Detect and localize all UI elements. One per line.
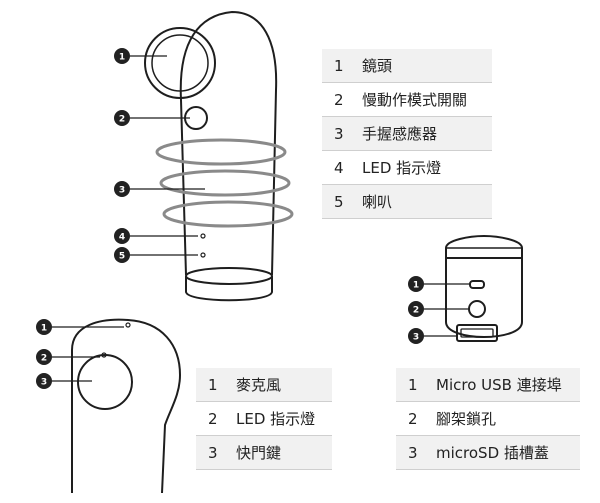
legend-number: 2 — [408, 409, 418, 428]
legend-row: 2 慢動作模式開關 — [322, 83, 492, 117]
legend-number: 3 — [334, 124, 344, 143]
microphone-dot — [125, 322, 131, 328]
micro-usb-port — [469, 280, 485, 289]
callout-top-1: 1 — [36, 319, 52, 335]
shutter-button — [77, 354, 133, 410]
svg-text:3: 3 — [41, 378, 47, 388]
callout-camera-1: 1 — [114, 48, 130, 64]
lens-inner — [151, 34, 209, 92]
camera-parts-legend: 1 鏡頭 2 慢動作模式開關 3 手握感應器 4 LED 指示燈 5 喇叭 — [322, 49, 492, 219]
callout-bottom-1: 1 — [408, 276, 424, 292]
top-parts-legend: 1 麥克風 2 LED 指示燈 3 快門鍵 — [196, 368, 332, 470]
led-indicator-dot — [200, 233, 206, 239]
legend-number: 5 — [334, 192, 344, 211]
legend-row: 3 microSD 插槽蓋 — [396, 436, 580, 470]
legend-row: 1 鏡頭 — [322, 49, 492, 83]
microsd-slot-cover — [456, 324, 498, 342]
camera-top-view — [71, 318, 182, 494]
speaker-dot — [200, 252, 206, 258]
legend-label: 鏡頭 — [362, 57, 393, 75]
legend-row: 4 LED 指示燈 — [322, 151, 492, 185]
legend-label: 手握感應器 — [362, 125, 438, 143]
legend-number: 1 — [408, 375, 418, 394]
svg-text:1: 1 — [413, 281, 419, 291]
legend-number: 3 — [408, 443, 418, 462]
legend-label: Micro USB 連接埠 — [436, 376, 562, 394]
camera-bottom-view — [445, 234, 523, 342]
camera-front-view — [144, 10, 294, 302]
bottom-parts-legend: 1 Micro USB 連接埠 2 腳架鎖孔 3 microSD 插槽蓋 — [396, 368, 580, 470]
legend-number: 1 — [334, 56, 344, 75]
grip-sensor-ring-3 — [162, 200, 294, 228]
camera-body-outline — [179, 10, 278, 276]
legend-label: LED 指示燈 — [236, 410, 316, 428]
svg-text:2: 2 — [413, 306, 419, 316]
svg-text:1: 1 — [119, 53, 125, 63]
grip-sensor-ring-1 — [155, 138, 287, 166]
legend-label: 腳架鎖孔 — [436, 410, 497, 428]
legend-number: 3 — [208, 443, 218, 462]
legend-row: 2 腳架鎖孔 — [396, 402, 580, 436]
svg-text:5: 5 — [119, 252, 125, 262]
callout-camera-4: 4 — [114, 228, 130, 244]
callout-camera-3: 3 — [114, 181, 130, 197]
callout-bottom-3: 3 — [408, 328, 424, 344]
svg-text:4: 4 — [119, 233, 125, 243]
legend-row: 2 LED 指示燈 — [196, 402, 332, 436]
camera-base-rim — [185, 276, 273, 302]
legend-row: 1 Micro USB 連接埠 — [396, 368, 580, 402]
legend-number: 4 — [334, 158, 344, 177]
legend-label: microSD 插槽蓋 — [436, 444, 549, 462]
bottom-callouts: 1 2 3 — [408, 276, 470, 344]
svg-text:2: 2 — [41, 354, 47, 364]
legend-label: 麥克風 — [236, 376, 282, 394]
camera-base-ellipse — [185, 267, 273, 285]
camera-callouts: 1 2 3 4 5 — [114, 48, 205, 263]
svg-text:2: 2 — [119, 115, 125, 125]
top-callouts: 1 2 3 — [36, 319, 124, 389]
callout-bottom-2: 2 — [408, 301, 424, 317]
callout-top-2: 2 — [36, 349, 52, 365]
svg-text:1: 1 — [41, 324, 47, 334]
svg-text:3: 3 — [413, 333, 419, 343]
bottom-cap — [445, 234, 523, 258]
legend-row: 3 手握感應器 — [322, 117, 492, 151]
svg-text:3: 3 — [119, 186, 125, 196]
callout-top-3: 3 — [36, 373, 52, 389]
legend-label: LED 指示燈 — [362, 159, 442, 177]
legend-number: 2 — [208, 409, 218, 428]
tripod-socket — [468, 300, 486, 318]
grip-sensor-ring-2 — [159, 169, 291, 197]
top-view-outline — [71, 318, 182, 494]
top-led-dot — [101, 352, 107, 358]
legend-label: 慢動作模式開關 — [362, 91, 468, 109]
legend-number: 1 — [208, 375, 218, 394]
legend-label: 快門鍵 — [236, 444, 282, 462]
legend-number: 2 — [334, 90, 344, 109]
callout-camera-5: 5 — [114, 247, 130, 263]
legend-row: 5 喇叭 — [322, 185, 492, 219]
legend-label: 喇叭 — [362, 193, 393, 211]
lens-outer-ring — [144, 27, 216, 99]
legend-row: 3 快門鍵 — [196, 436, 332, 470]
callout-camera-2: 2 — [114, 110, 130, 126]
legend-row: 1 麥克風 — [196, 368, 332, 402]
